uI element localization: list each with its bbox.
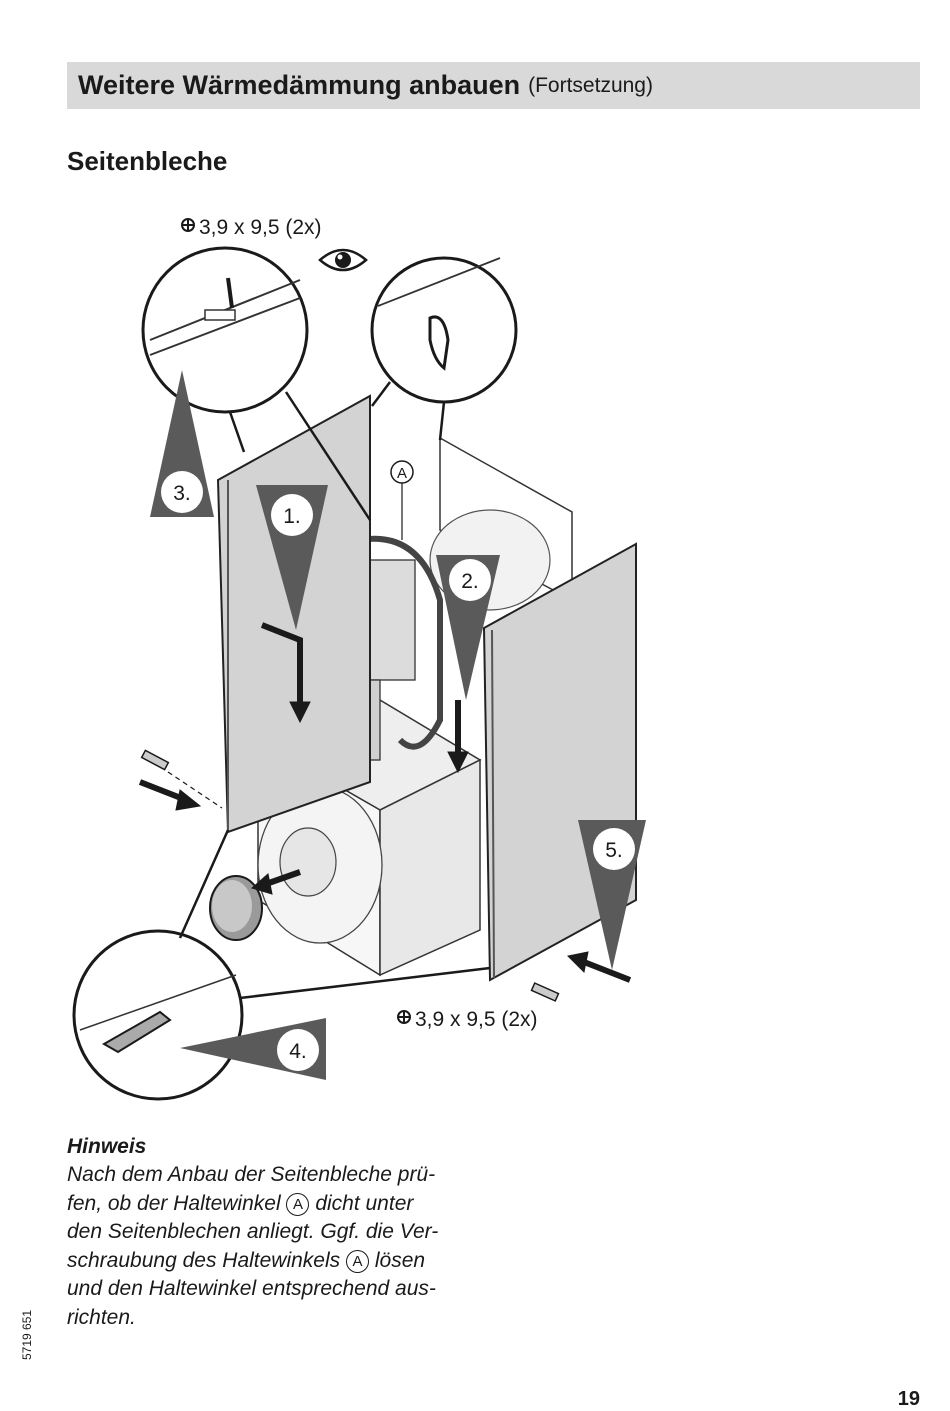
arrows — [138, 622, 632, 983]
step-4: 4. — [180, 1018, 326, 1080]
detail-circle-top-left — [141, 246, 372, 521]
installation-illustration: 3,9 x 9,5 (2x) A — [72, 216, 646, 1101]
step-3: 3. — [150, 370, 214, 517]
svg-text:5.: 5. — [605, 839, 623, 862]
step-1: 1. — [256, 485, 328, 630]
part-marker-a: A — [346, 1249, 369, 1273]
screw-left — [140, 749, 223, 809]
detail-circle-top-right — [370, 256, 518, 441]
svg-text:3.: 3. — [173, 482, 191, 505]
step-2: 2. — [436, 555, 500, 700]
detail-circle-bottom-left — [72, 829, 491, 1101]
screw-spec-top: 3,9 x 9,5 (2x) — [181, 216, 322, 239]
note-title: Hinweis — [67, 1135, 147, 1158]
screw-spec-top-label: 3,9 x 9,5 (2x) — [199, 216, 322, 239]
note-line: und den Haltewinkel entsprechend aus- — [67, 1277, 436, 1300]
screw-spec-bottom: 3,9 x 9,5 (2x) — [397, 1008, 538, 1031]
note-line: Nach dem Anbau der Seitenbleche prü- — [67, 1163, 436, 1186]
screw-spec-bottom-label: 3,9 x 9,5 (2x) — [415, 1008, 538, 1031]
note-line: den Seitenblechen anliegt. Ggf. die Ver- — [67, 1220, 439, 1243]
note-block: Hinweis Nach dem Anbau der Seitenbleche … — [67, 1133, 507, 1332]
note-line: richten. — [67, 1305, 136, 1329]
part-marker-a: A — [286, 1192, 310, 1216]
part-marker-a: A — [390, 460, 414, 540]
continuation-label: (Fortsetzung) — [528, 73, 653, 97]
svg-text:2.: 2. — [461, 570, 479, 593]
section-title: Seitenbleche — [67, 146, 228, 176]
screw-right — [530, 982, 560, 1002]
eye-icon — [318, 248, 368, 272]
svg-text:A: A — [397, 465, 407, 482]
page-number: 19 — [897, 1388, 920, 1410]
cover-cap — [209, 875, 263, 941]
page-title: Weitere Wärmedämmung anbauen — [78, 70, 521, 100]
svg-text:1.: 1. — [283, 505, 301, 528]
header-bar: Weitere Wärmedämmung anbauen (Fortsetzun… — [67, 62, 920, 109]
step-5: 5. — [578, 820, 646, 970]
note-line: fen, ob der Haltewinkel A dicht unter — [67, 1191, 414, 1216]
note-line: schraubung des Haltewinkels A lösen — [67, 1248, 426, 1273]
svg-text:4.: 4. — [289, 1040, 307, 1063]
document-number: 5719 651 — [20, 1309, 34, 1360]
